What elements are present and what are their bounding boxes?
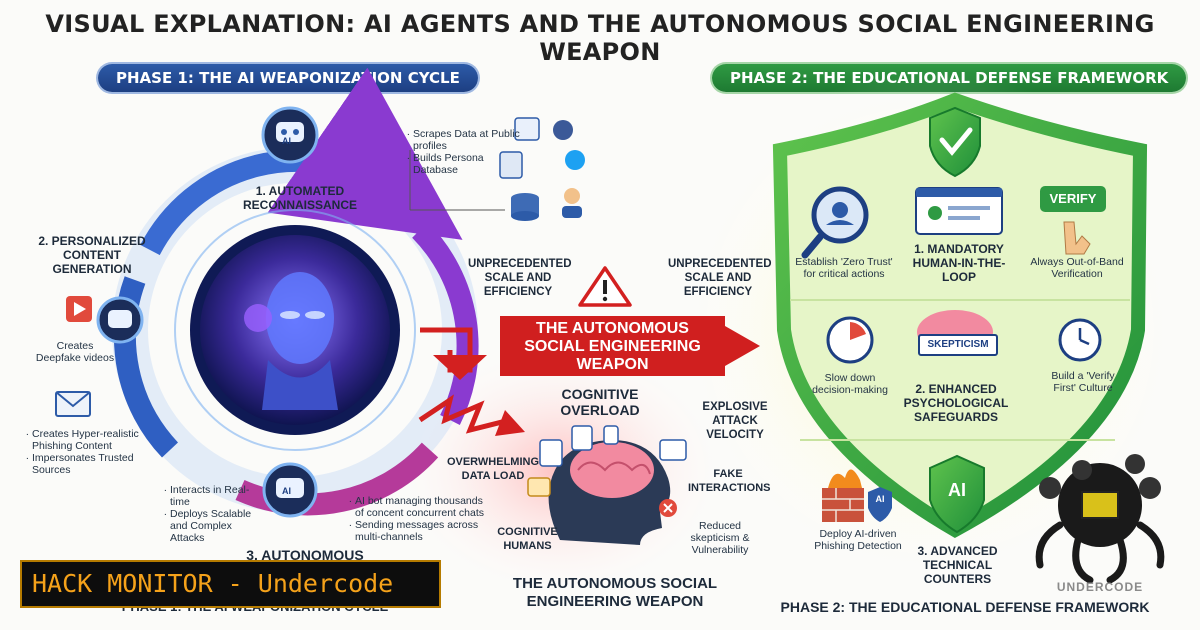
mandatory-hitl-title: 1. MANDATORY HUMAN-IN-THE-LOOP: [912, 242, 1006, 284]
robot-ai-badge: AI: [282, 486, 291, 496]
explosive-velocity-label: EXPLOSIVE ATTACK VELOCITY: [702, 401, 768, 441]
skepticism-tag: SKEPTICISM: [918, 334, 998, 356]
advanced-technical-title: 3. ADVANCED TECHNICAL COUNTERS: [917, 544, 998, 586]
weapon-banner-text: THE AUTONOMOUS SOCIAL ENGINEERING WEAPON: [524, 320, 701, 373]
cognitive-humans-label: COGNITIVE HUMANS: [497, 526, 558, 552]
robot-ai-badge: AI: [282, 136, 291, 146]
step1-bullet: Scrapes Data at Public profiles: [413, 128, 523, 152]
step2-title: 2. PERSONALIZED CONTENT GENERATION: [38, 234, 146, 276]
step3-bullet: AI bot managing thousands of concent con…: [355, 495, 485, 519]
center-bottom-caption: THE AUTONOMOUS SOCIAL ENGINEERING WEAPON: [512, 575, 718, 610]
step1-title: 1. AUTOMATED RECONNAISSANCE: [242, 184, 357, 212]
step1-bullets: Scrapes Data at Public profiles Builds P…: [403, 128, 523, 176]
reduced-skepticism-label: Reduced skepticism & Vulnerability: [690, 520, 750, 556]
step1-bullet: Builds Persona Database: [413, 152, 523, 176]
verify-button[interactable]: VERIFY: [1040, 186, 1106, 212]
scale-label-right: UNPRECEDENTED SCALE AND EFFICIENCY: [668, 258, 772, 298]
phase2-bottom-caption: PHASE 2: THE EDUCATIONAL DEFENSE FRAMEWO…: [780, 599, 1150, 615]
step3-bullet: Deploys Scalable and Complex Attacks: [170, 508, 265, 544]
ai-shield-badge: AI: [948, 480, 966, 500]
step2-bullets: Creates Hyper-realistic Phishing Content…: [22, 428, 162, 476]
step3-bullet: Interacts in Real-time: [170, 484, 265, 508]
page-title: VISUAL EXPLANATION: AI AGENTS AND THE AU…: [45, 10, 1155, 66]
zero-trust-label: Establish 'Zero Trust' for critical acti…: [795, 256, 893, 280]
overwhelming-label: OVERWHELMING DATA LOAD: [446, 456, 540, 482]
step2-bullet-deepfake: Creates Deepfake videos: [35, 340, 115, 364]
verify-first-label: Build a 'Verify First' Culture: [1051, 370, 1115, 394]
step2-bullet: Impersonates Trusted Sources: [32, 452, 162, 476]
step3-bullet: Sending messages across multi-channels: [355, 519, 485, 543]
firewall-ai-badge: AI: [875, 494, 885, 504]
scale-label-left: UNPRECEDENTED SCALE AND EFFICIENCY: [468, 258, 572, 298]
step2-bullet: Creates Hyper-realistic Phishing Content: [32, 428, 162, 452]
enhanced-psych-title: 2. ENHANCED PSYCHOLOGICAL SAFEGUARDS: [903, 382, 1009, 424]
step3-bullets-left: Interacts in Real-time Deploys Scalable …: [160, 484, 265, 544]
fake-interactions-label: FAKE INTERACTIONS: [688, 468, 771, 494]
deploy-detection-label: Deploy AI-driven Phishing Detection: [814, 528, 902, 552]
undercode-brand: UNDERCODE: [1056, 580, 1144, 594]
out-of-band-label: Always Out-of-Band Verification: [1030, 256, 1124, 280]
step3-title: 3. AUTONOMOUS: [246, 547, 364, 563]
cognitive-overload-title: COGNITIVE OVERLOAD: [560, 386, 640, 418]
hack-monitor-banner: HACK MONITOR - Undercode: [20, 560, 441, 608]
step3-bullets-right: AI bot managing thousands of concent con…: [345, 495, 485, 543]
slow-down-label: Slow down decision-making: [812, 372, 888, 396]
